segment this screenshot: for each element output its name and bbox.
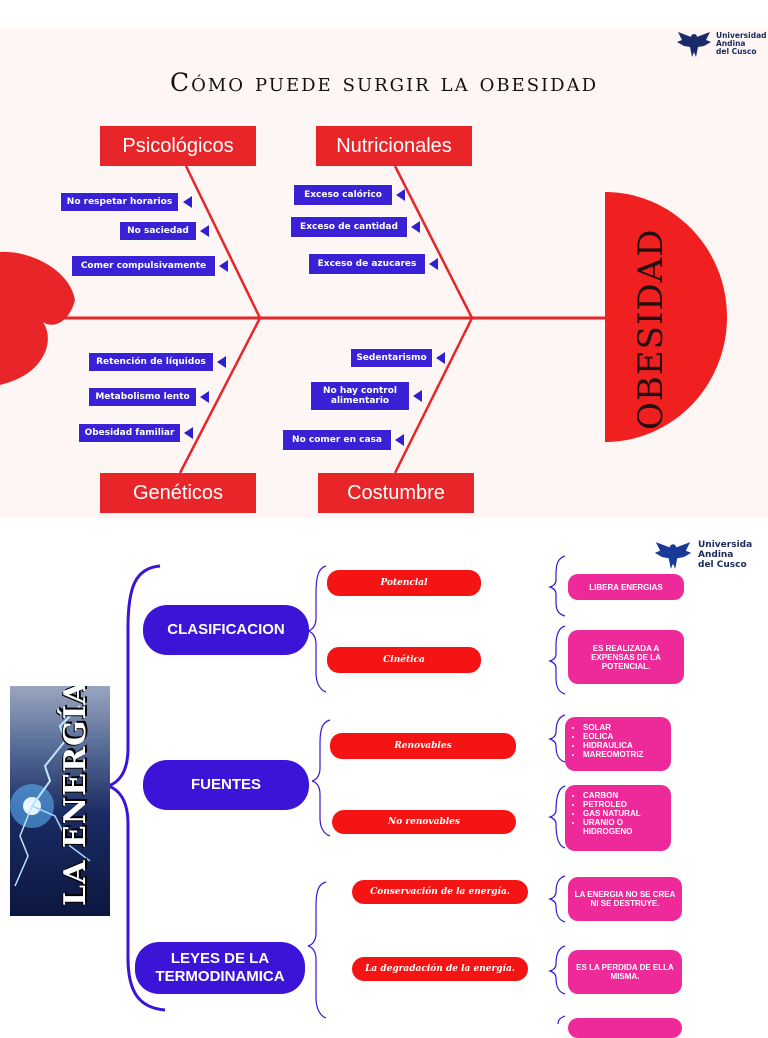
list-item: PETROLEO — [583, 800, 663, 809]
list-renovables: SOLAR EOLICA HIDRAULICA MAREOMOTRIZ — [565, 717, 671, 771]
arrow-icon — [184, 427, 193, 439]
logo2-line-1: Universida — [698, 540, 753, 550]
arrow-icon — [217, 356, 226, 368]
arrow-icon — [411, 221, 420, 233]
category-costumbre: Costumbre — [318, 473, 474, 513]
cause-no-comer-en-casa: No comer en casa — [282, 429, 392, 451]
detail-cut-off — [568, 1018, 682, 1038]
category-psicologicos: Psicológicos — [100, 126, 256, 166]
arrow-icon — [200, 225, 209, 237]
item-degradacion-energia: La degradación de la energía. — [352, 957, 528, 981]
node-fuentes: FUENTES — [143, 760, 309, 810]
fish-head-label: OBESIDAD — [631, 228, 671, 430]
logo2-line-2: Andina — [698, 550, 734, 560]
detail-no-se-crea: LA ENERGIA NO SE CREA NI SE DESTRUYE. — [568, 877, 682, 921]
energy-image-title: LA ENERGÍA — [58, 686, 93, 906]
arrow-icon — [429, 258, 438, 270]
list-item: HIDRAULICA — [583, 741, 663, 750]
cause-comer-compulsivamente: Comer compulsivamente — [71, 255, 216, 277]
category-nutricionales: Nutricionales — [316, 126, 472, 166]
arrow-icon — [200, 391, 209, 403]
arrow-icon — [219, 260, 228, 272]
list-item: GAS NATURAL — [583, 809, 663, 818]
cause-exceso-calorico: Exceso calórico — [293, 184, 393, 206]
detail-realizada-expensas: ES REALIZADA A EXPENSAS DE LA POTENCIAL. — [568, 630, 684, 684]
sub-braces — [307, 555, 566, 1024]
cause-obesidad-familiar: Obesidad familiar — [78, 423, 181, 443]
item-conservacion-energia: Conservación de la energía. — [352, 880, 528, 904]
list-item: URANIO O HIDROGENO — [583, 818, 663, 836]
fishbone-skeleton — [0, 165, 727, 474]
cause-retencion-de-liquidos: Retención de líquidos — [88, 352, 214, 372]
lightning-icon — [10, 705, 91, 887]
detail-libera-energias: LIBERA ENERGIAS — [568, 574, 684, 600]
logo-line-3: del Cusco — [716, 47, 757, 56]
fish-head-shape — [605, 192, 727, 442]
cause-exceso-de-azucares: Exceso de azucares — [308, 253, 426, 275]
cause-no-hay-control-alimentario: No hay control alimentario — [310, 381, 410, 411]
node-clasificacion: CLASIFICACION — [143, 605, 309, 655]
eagle-logo-icon — [654, 542, 692, 569]
bone-geneticos — [178, 317, 262, 474]
fishbone-title: Cómo puede surgir la obesidad — [169, 68, 598, 97]
bone-psicologicos — [184, 165, 262, 319]
logo-line-1: Universidad — [716, 31, 767, 40]
item-renovables: Renovables — [330, 733, 516, 759]
category-geneticos: Genéticos — [100, 473, 256, 513]
bone-costumbre — [393, 317, 474, 474]
energy-illustration: LA ENERGÍA — [10, 686, 110, 916]
arrow-icon — [395, 434, 404, 446]
top-band — [0, 0, 768, 28]
list-no-renovables: CARBON PETROLEO GAS NATURAL URANIO O HID… — [565, 785, 671, 851]
bone-nutricionales — [393, 165, 474, 319]
node-leyes-termodinamica: LEYES DE LA TERMODINAMICA — [135, 942, 305, 994]
list-item: SOLAR — [583, 723, 663, 732]
arrow-icon — [396, 189, 405, 201]
eagle-logo-icon — [677, 32, 711, 57]
cause-no-respetar-horarios: No respetar horarios — [60, 192, 179, 212]
logo-line-2: Andina — [716, 39, 746, 48]
detail-perdida: ES LA PERDIDA DE ELLA MISMA. — [568, 950, 682, 994]
list-item: EOLICA — [583, 732, 663, 741]
cause-sedentarismo: Sedentarismo — [350, 348, 433, 368]
arrow-icon — [413, 390, 422, 402]
cause-metabolismo-lento: Metabolismo lento — [88, 387, 197, 407]
item-cinetica: Cinética — [327, 647, 481, 673]
item-no-renovables: No renovables — [332, 810, 516, 834]
list-item: MAREOMOTRIZ — [583, 750, 663, 759]
arrow-icon — [436, 352, 445, 364]
logo2-line-3: del Cusco — [698, 560, 747, 570]
cause-no-saciedad: No saciedad — [119, 221, 197, 241]
fish-head-label-wrap: OBESIDAD — [623, 228, 683, 430]
item-potencial: Potencial — [327, 570, 481, 596]
cause-exceso-de-cantidad: Exceso de cantidad — [290, 216, 408, 238]
list-item: CARBON — [583, 791, 663, 800]
arrow-icon — [183, 196, 192, 208]
